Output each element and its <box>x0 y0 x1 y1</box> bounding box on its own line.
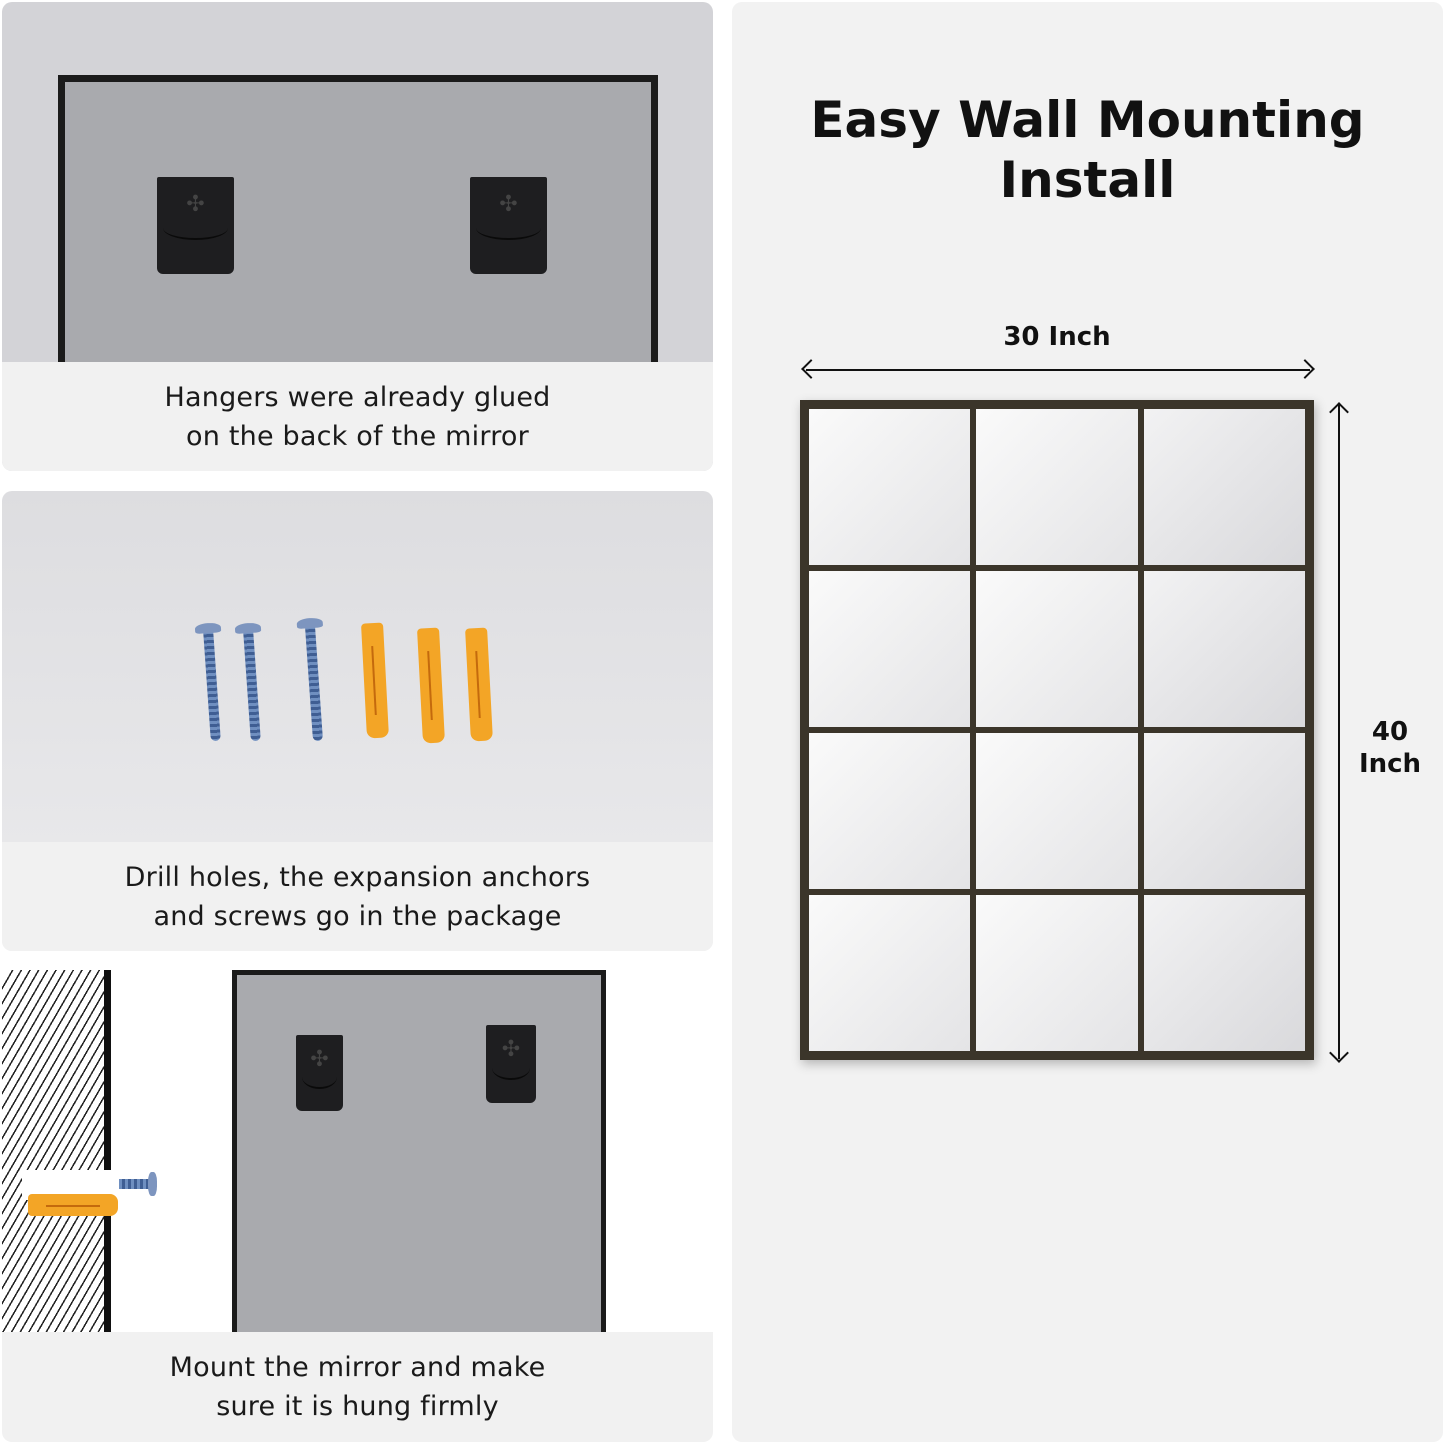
height-arrow <box>1338 404 1340 1059</box>
mirror-back-image <box>58 75 658 375</box>
mirror-pane <box>1143 895 1305 1051</box>
height-value: 40 <box>1371 717 1409 747</box>
mirror-pane <box>1143 571 1305 727</box>
anchor-icon <box>465 627 493 742</box>
caption-line: Hangers were already glued <box>164 381 551 413</box>
hanger-icon: ✣ <box>157 177 234 274</box>
anchor-icon <box>28 1194 118 1216</box>
mirror-pane <box>976 409 1138 565</box>
mirror-pane <box>809 571 971 727</box>
arrow-up-icon <box>1329 402 1349 422</box>
step-2-caption: Drill holes, the expansion anchors and s… <box>2 842 713 951</box>
screw-icon <box>305 625 323 742</box>
arrow-left-icon <box>801 359 821 379</box>
height-unit: Inch <box>1358 749 1422 779</box>
screw-icon <box>243 630 261 742</box>
mirror-pane <box>1143 409 1305 565</box>
caption-line: sure it is hung firmly <box>216 1391 499 1422</box>
mirror-pane <box>976 733 1138 889</box>
caption-line: on the back of the mirror <box>186 420 529 452</box>
step-3-caption: Mount the mirror and make sure it is hun… <box>2 1332 713 1442</box>
screw-icon <box>119 1179 149 1189</box>
title-line: Install <box>999 151 1176 209</box>
anchor-icon <box>417 627 445 744</box>
mirror-pane <box>976 895 1138 1051</box>
caption-line: and screws go in the package <box>153 900 562 932</box>
height-label: 40 Inch <box>1352 716 1428 780</box>
screw-icon <box>203 630 221 742</box>
hanger-icon: ✣ <box>470 177 547 274</box>
anchor-icon <box>361 622 389 739</box>
title-line: Easy Wall Mounting <box>810 91 1365 149</box>
wall-edge <box>104 970 111 1332</box>
arrow-right-icon <box>1295 359 1315 379</box>
step-1-caption: Hangers were already glued on the back o… <box>2 362 713 471</box>
mirror-back-image <box>232 970 606 1332</box>
screw-head <box>148 1172 157 1196</box>
dimensions-panel: Easy Wall Mounting Install 30 Inch 40 In… <box>732 2 1443 1442</box>
hanger-icon: ✣ <box>296 1035 343 1111</box>
caption-line: Mount the mirror and make <box>169 1352 546 1383</box>
caption-line: Drill holes, the expansion anchors <box>124 861 591 893</box>
page-title: Easy Wall Mounting Install <box>732 90 1443 210</box>
width-arrow <box>806 369 1310 371</box>
step-1-panel: ✣ ✣ Hangers were already glued on the ba… <box>2 2 713 471</box>
step-2-panel: Drill holes, the expansion anchors and s… <box>2 491 713 951</box>
arrow-down-icon <box>1329 1043 1349 1063</box>
hanger-icon: ✣ <box>486 1025 536 1103</box>
window-mirror-image <box>800 400 1314 1060</box>
mirror-pane <box>809 895 971 1051</box>
width-label: 30 Inch <box>1003 322 1111 352</box>
mirror-pane <box>976 571 1138 727</box>
wall-hatch <box>2 970 106 1332</box>
mirror-pane <box>1143 733 1305 889</box>
mirror-pane <box>809 409 971 565</box>
step-3-panel: ✣ ✣ Mount the mirror and make sure it is… <box>2 970 713 1442</box>
mirror-pane <box>809 733 971 889</box>
